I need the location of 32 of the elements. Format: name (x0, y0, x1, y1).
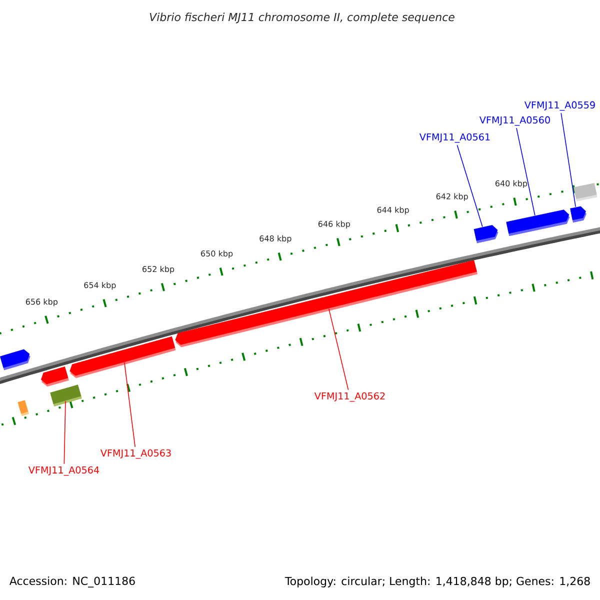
gene-feature (40, 366, 69, 387)
gene-feature (506, 210, 570, 236)
leader-line (560, 112, 576, 208)
tick-label: 646 kbp (318, 220, 350, 228)
gene-label: VFMJ11_A0560 (479, 116, 550, 126)
leader-line (456, 144, 483, 228)
gene-feature (70, 336, 176, 378)
title: Vibrio fischeri MJ11 chromosome II, complete sequence (150, 12, 454, 24)
gene-feature (474, 225, 498, 244)
gene-label: VFMJ11_A0564 (28, 466, 100, 476)
gene-feature (574, 183, 598, 202)
accession-text: Accession: NC_011186 (10, 576, 135, 588)
gene-label: VFMJ11_A0563 (100, 449, 171, 459)
tick-label: 648 kbp (260, 235, 292, 244)
gene-label: VFMJ11_A0561 (419, 133, 490, 143)
leader-line (516, 128, 536, 216)
leader-line (64, 400, 66, 464)
tick-label: 642 kbp (436, 193, 468, 201)
summary-text: Topology: circular; Length: 1,418,848 bp; Genes: 1,268 (284, 576, 590, 588)
tick-label: 644 kbp (377, 206, 409, 214)
gene-label: VFMJ11_A0562 (314, 392, 385, 402)
gene-feature (0, 349, 30, 370)
gene-feature (175, 260, 478, 348)
tick-label: 640 kbp (495, 180, 528, 188)
leader-line (124, 362, 136, 448)
gene-feature (570, 206, 586, 223)
leader-line (328, 308, 349, 390)
tick-label: 656 kbp (26, 298, 58, 306)
gene-feature (18, 400, 29, 416)
gene-label: VFMJ11_A0559 (524, 101, 595, 111)
tick-label: 654 kbp (84, 282, 116, 290)
gene-feature (50, 384, 82, 407)
